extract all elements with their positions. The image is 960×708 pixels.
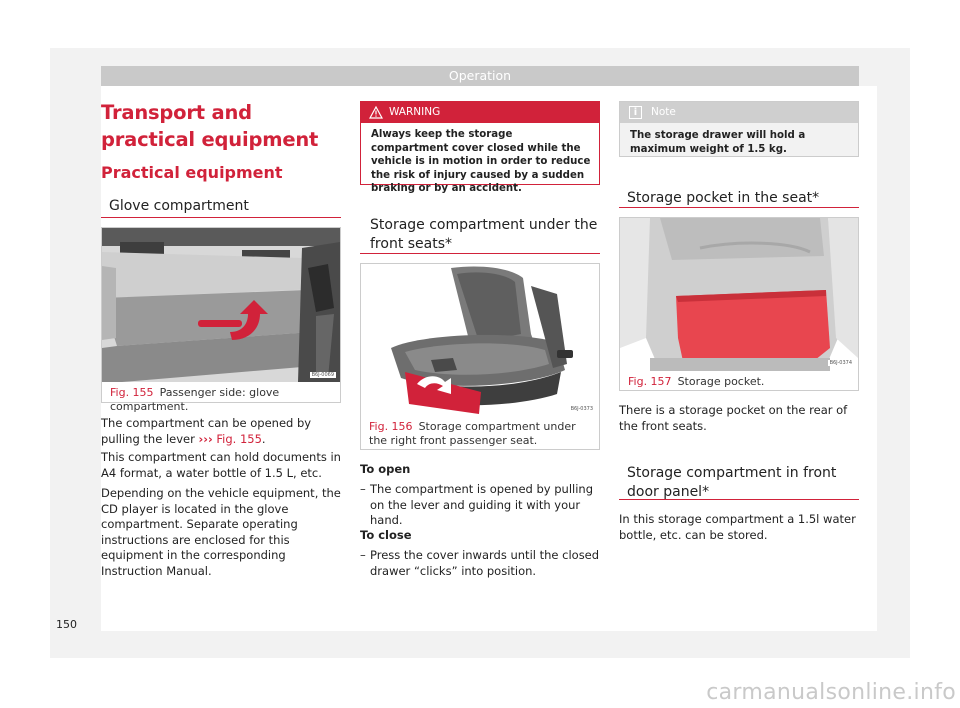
warning-header: WARNING [361, 102, 599, 123]
glove-paragraph-1-end: . [261, 431, 266, 446]
open-step-text: The compartment is opened by pulling on … [370, 482, 594, 527]
note-label: Note [651, 106, 676, 118]
figure-155-caption-text: Passenger side: glove compartment. [110, 386, 280, 413]
figure-155-number: Fig. 155 [110, 386, 154, 399]
figure-157-caption: Fig. 157 Storage pocket. [628, 375, 854, 389]
figure-156-number: Fig. 156 [369, 420, 413, 433]
open-step-dash: – [360, 482, 366, 496]
under-seat-heading: Storage compartment under the front seat… [370, 217, 598, 252]
glove-heading: Glove compartment [109, 198, 249, 214]
figure-155-reference[interactable]: Fig. 155 [216, 431, 262, 446]
warning-text: Always keep the storage compartment cove… [371, 129, 591, 194]
glove-paragraph-2: This compartment can hold documents in A… [101, 450, 341, 480]
figure-156-code: B6J-0373 [568, 406, 595, 412]
to-close-title: To close [360, 528, 412, 542]
door-panel-heading-rule [619, 499, 859, 500]
header-bar: Operation [101, 66, 859, 86]
door-panel-paragraph: In this storage compartment a 1.5l water… [619, 512, 856, 542]
close-step-text: Press the cover inwards until the closed… [370, 548, 600, 578]
figure-157: B6J-0374 Fig. 157 Storage pocket. [619, 217, 859, 391]
warning-box: WARNING Always keep the storage compartm… [360, 101, 600, 194]
section-title: Practical equipment [101, 163, 283, 182]
warning-triangle-icon [369, 106, 383, 119]
note-box: i Note The storage drawer will hold a ma… [619, 101, 859, 157]
close-step-dash: – [360, 548, 366, 562]
page-number: 150 [56, 618, 77, 631]
watermark: carmanualsonline.info [706, 680, 956, 705]
front-seat-image [361, 264, 599, 416]
note-text: The storage drawer will hold a maximum w… [630, 130, 806, 155]
figure-157-number: Fig. 157 [628, 375, 672, 388]
figure-157-caption-text: Storage pocket. [677, 375, 765, 388]
header-title: Operation [448, 68, 512, 83]
warning-label: WARNING [389, 106, 441, 118]
seat-pocket-paragraph: There is a storage pocket on the rear of… [619, 403, 848, 433]
note-header: i Note [620, 102, 858, 123]
figure-156-caption-text: Storage compartment under the right fron… [369, 420, 576, 447]
figure-157-code: B6J-0374 [827, 360, 854, 366]
cross-ref-arrow: ››› [198, 431, 213, 446]
glove-paragraph-1-text: The compartment can be opened by pulling… [101, 416, 312, 446]
main-title: Transport and practical equipment [101, 101, 319, 151]
info-icon: i [629, 106, 642, 119]
figure-155-code: B6J-0069 [309, 372, 336, 378]
seat-pocket-heading: Storage pocket in the seat* [627, 190, 820, 206]
glove-paragraph-1: The compartment can be opened by pulling… [101, 416, 341, 447]
to-open-title: To open [360, 462, 411, 476]
under-seat-heading-rule [360, 253, 600, 254]
seat-pocket-heading-rule [619, 207, 859, 208]
glove-paragraph-3: Depending on the vehicle equipment, the … [101, 486, 341, 578]
seat-pocket-image [620, 218, 858, 371]
glove-compartment-image [102, 228, 340, 382]
door-panel-heading: Storage compartment in front door panel* [627, 465, 837, 500]
glove-heading-rule [101, 217, 341, 218]
